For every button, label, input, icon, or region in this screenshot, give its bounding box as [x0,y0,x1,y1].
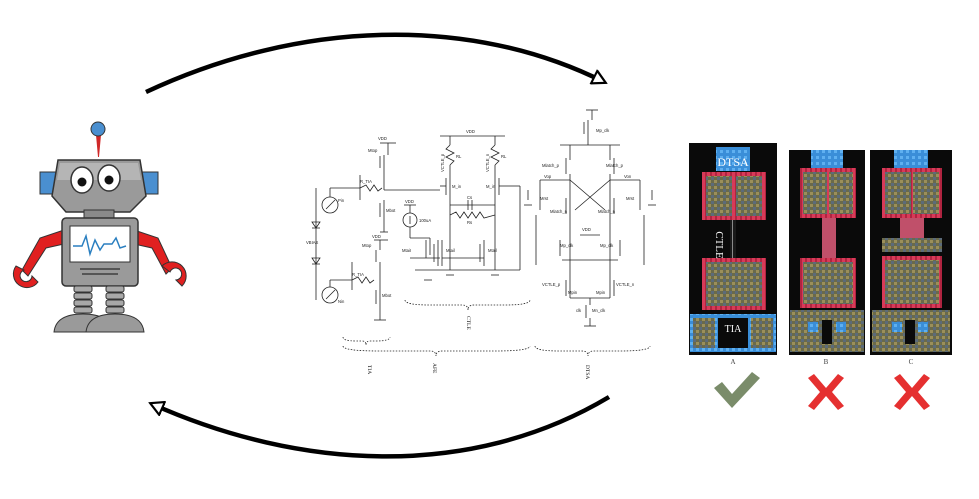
layout-a-top-block: DTSA [717,155,749,169]
label-rl2: RL [501,154,507,159]
label-min-p: M_in [452,184,462,189]
label-vctle-p2: VCTLE_p [542,282,561,287]
label-mpin2: Mpin [596,290,606,295]
label-nin: Nin [338,299,345,304]
curved-arrow-left [152,395,611,459]
label-mtail: Mtail [446,248,455,253]
label-vbias: VBIAS [306,240,319,245]
layout-b-label: B [824,358,829,366]
label-vctle-n2: VCTLE_n [616,282,635,287]
layout-a-mid-block: CTLE [713,231,725,259]
label-cs: Cs [467,195,472,200]
label-rl1: RL [456,154,462,159]
layout-b: B [789,150,865,366]
label-tia: TIA [366,365,372,374]
label-rtia: R_TIA [360,179,372,184]
layout-c: C [870,150,952,366]
label-pin: Pin [338,198,345,203]
label-mp-clk2: Mp_clk [560,243,574,248]
label-dtsa: DTSA [584,365,590,379]
label-rtia2: R_TIA [352,272,364,277]
label-mn-clk: Mn_clk [592,308,606,313]
cross-icon [808,374,844,410]
label-rs: Rs [467,220,472,225]
label-mp-clk3: Mp_clk [600,243,614,248]
label-vctle-p: VCTLE_p [440,153,445,172]
label-afe: AFE [431,363,437,374]
label-mlatch-n1: Mlatch_n [550,209,568,214]
curved-arrow-right [145,32,604,95]
check-icon [714,372,760,408]
label-vdd-dtsa: VDD [582,227,591,232]
label-mpin: Mpin [568,290,578,295]
label-min-n: M_in [486,184,496,189]
label-ctle: CTLE [465,316,471,330]
robot-icon [12,121,187,333]
cross-icon [894,374,930,410]
layout-a: DTSA CTLE TIA A [689,143,777,366]
label-mtail2: Mtail [488,248,497,253]
layout-a-bottom-block: TIA [725,324,742,335]
label-mlatch-p2: Mlatch_p [606,163,624,168]
label-mtop2: Mtop [362,243,372,248]
label-mbot: Mbot [386,208,396,213]
label-mrst2: Mrst [626,196,635,201]
label-vop: Vop [544,174,552,179]
label-mtop: Mtop [368,148,378,153]
circuit-schematic: VDD Mtop R_TIA Mbot Pin VBIAS VDD Mtop R… [306,109,656,357]
label-vdd-ctle: VDD [466,129,475,134]
label-von: Von [624,174,632,179]
label-mlatch-p1: Mlatch_p [542,163,560,168]
label-vdd-tia: VDD [378,136,387,141]
label-mrst1: Mrst [540,196,549,201]
block-labels: TIA CTLE AFE DTSA [366,316,590,379]
layout-c-label: C [909,358,914,366]
label-clk: clk [576,308,582,313]
label-vctle-n: VCTLE_n [485,153,490,172]
layout-a-label: A [730,358,735,366]
label-mp-clk: Mp_clk [596,128,610,133]
label-vdd-bias: VDD [405,199,414,204]
label-mtail-l: MtaiI [402,248,411,253]
label-mlatch-n2: Mlatch_n [598,209,616,214]
label-100ua: 100uA [419,218,431,223]
label-mbot2: Mbot [382,293,392,298]
label-vdd-tia2: VDD [372,234,381,239]
